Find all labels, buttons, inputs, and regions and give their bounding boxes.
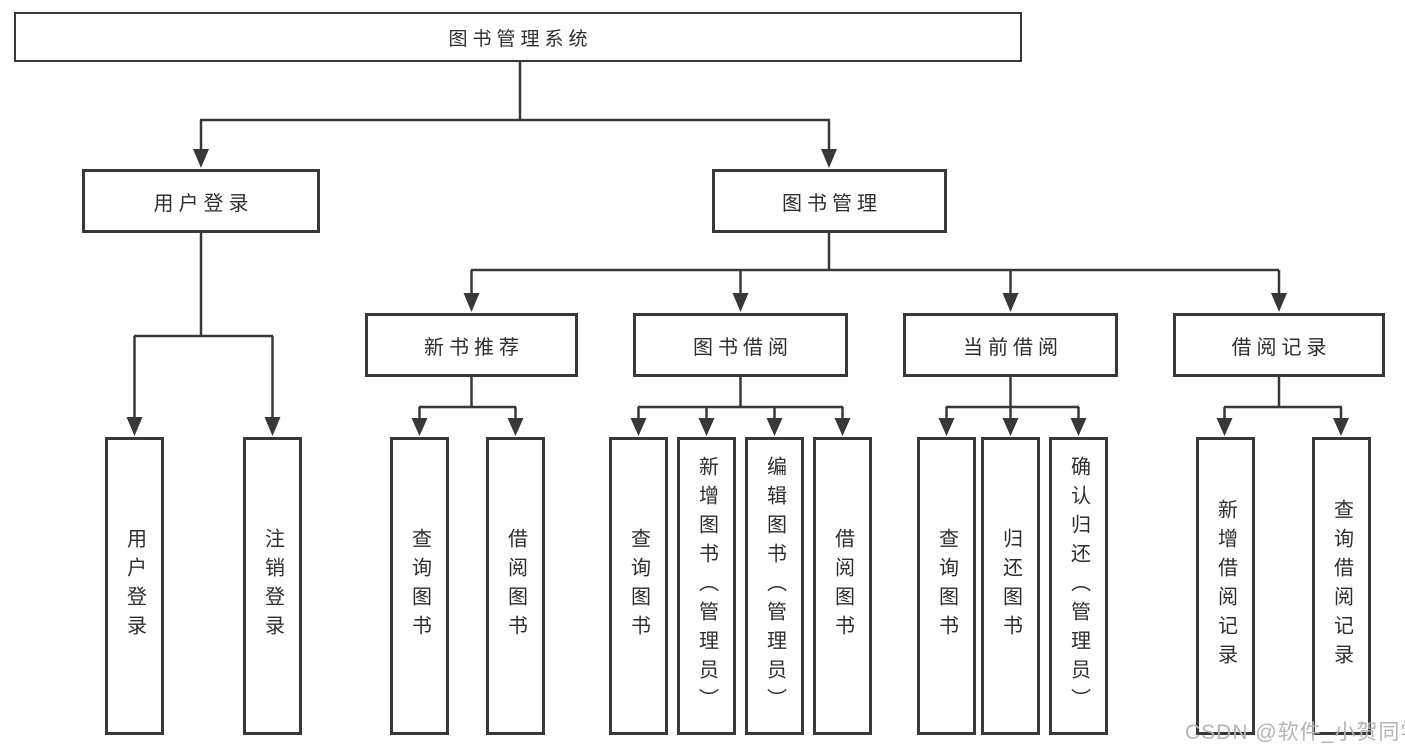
node-new-book-recommend: 新书推荐 bbox=[365, 313, 578, 377]
node-book-management: 图书管理 bbox=[712, 169, 947, 233]
node-system-root: 图书管理系统 bbox=[14, 12, 1022, 62]
leaf-query-books-recommend: 查询图书 bbox=[390, 437, 449, 735]
node-book-borrowing: 图书借阅 bbox=[633, 313, 848, 377]
leaf-return-books: 归还图书 bbox=[981, 437, 1040, 735]
leaf-borrow-books: 借阅图书 bbox=[813, 437, 872, 735]
leaf-add-borrow-record: 新增借阅记录 bbox=[1196, 437, 1255, 735]
leaf-confirm-return-admin: 确认归还（管理员） bbox=[1049, 437, 1108, 735]
leaf-logout: 注销登录 bbox=[243, 437, 302, 735]
leaf-query-books-borrowing: 查询图书 bbox=[609, 437, 668, 735]
csdn-watermark: CSDN @软件_小贺同学 bbox=[1185, 721, 1405, 744]
node-borrow-records: 借阅记录 bbox=[1173, 313, 1385, 377]
leaf-borrow-books-recommend: 借阅图书 bbox=[486, 437, 545, 735]
node-user-login: 用户登录 bbox=[82, 169, 320, 233]
leaf-add-books-admin: 新增图书（管理员） bbox=[677, 437, 736, 735]
node-current-borrowing: 当前借阅 bbox=[903, 313, 1118, 377]
leaf-edit-books-admin: 编辑图书（管理员） bbox=[745, 437, 804, 735]
leaf-query-books-current: 查询图书 bbox=[917, 437, 976, 735]
leaf-user-login: 用户登录 bbox=[105, 437, 164, 735]
leaf-query-borrow-record: 查询借阅记录 bbox=[1312, 437, 1371, 735]
